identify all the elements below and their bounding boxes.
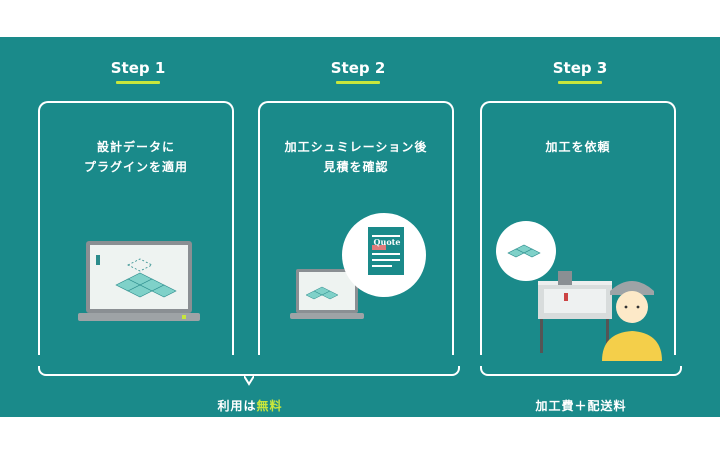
free-bracket-notch <box>244 376 254 386</box>
step-3-card: 加工を依頼 <box>480 101 676 361</box>
free-usage-prefix: 利用は <box>217 399 257 413</box>
step-1-description: 設計データに プラグインを適用 <box>40 137 232 177</box>
step-1-card: 設計データに プラグインを適用 <box>38 101 234 355</box>
step-2-description: 加工シュミレーション後 見積を確認 <box>260 137 452 177</box>
part-bubble <box>496 221 556 281</box>
machine-icon <box>538 271 612 353</box>
step-2-card: 加工シュミレーション後 見積を確認 Quote <box>258 101 454 355</box>
step-2-title: Step 2 <box>330 59 386 77</box>
steps-panel: Step 1 Step 2 Step 3 設計データに プラグインを適用 <box>0 37 720 417</box>
step-2-underline <box>336 81 380 84</box>
step-1-title: Step 1 <box>110 59 166 77</box>
free-usage-accent: 無料 <box>256 399 283 413</box>
quote-bubble: Quote <box>342 213 426 297</box>
quote-label: Quote <box>373 237 401 247</box>
free-usage-label: 利用は無料 <box>170 397 330 414</box>
step-3-line-1: 加工を依頼 <box>545 140 611 154</box>
quote-document-icon <box>368 227 404 275</box>
step-3-underline <box>558 81 602 84</box>
step-2-line-2: 見積を確認 <box>323 160 389 174</box>
small-laptop-icon <box>290 269 364 319</box>
step-2-line-1: 加工シュミレーション後 <box>284 140 428 154</box>
fee-bracket <box>480 366 682 376</box>
part-icon <box>507 244 541 258</box>
fee-label: 加工費＋配送料 <box>535 399 627 413</box>
step-1-line-1: 設計データに <box>96 140 175 154</box>
free-bracket <box>38 366 460 376</box>
step-1-underline <box>116 81 160 84</box>
step-1-line-2: プラグインを適用 <box>83 160 188 174</box>
step-3-description: 加工を依頼 <box>482 137 674 157</box>
worker-icon <box>602 281 662 361</box>
step-3-title: Step 3 <box>552 59 608 77</box>
laptop-icon <box>78 241 200 321</box>
